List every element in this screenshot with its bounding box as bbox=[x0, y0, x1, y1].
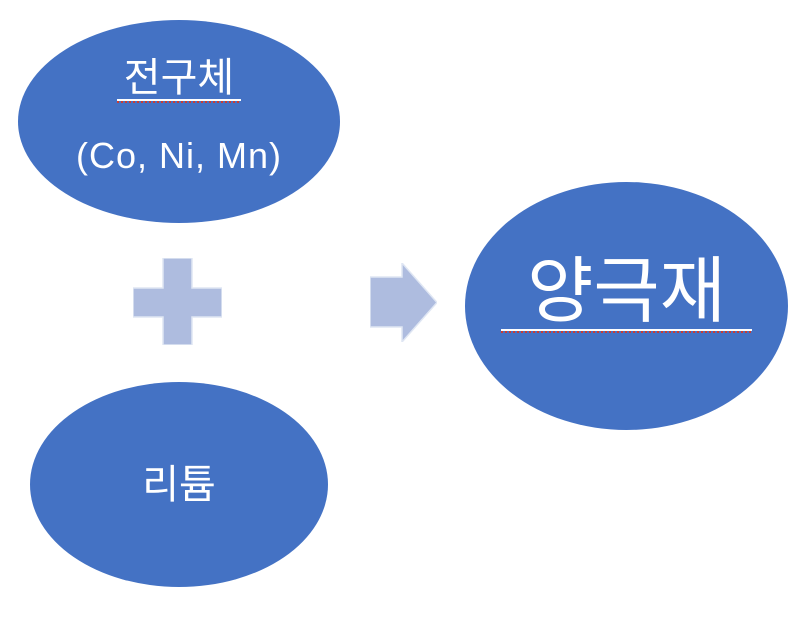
arrow-right-icon bbox=[369, 261, 439, 347]
cathode-label-text: 양극재 bbox=[527, 252, 726, 332]
node-lithium: 리튬 bbox=[30, 382, 328, 587]
precursor-title-underline-wrap: 전구체 bbox=[116, 56, 242, 103]
underline bbox=[116, 99, 242, 103]
plus-icon bbox=[132, 257, 223, 350]
spellcheck-squiggle-icon bbox=[501, 331, 752, 333]
cathode-label-line: 양극재 bbox=[465, 256, 788, 333]
underline bbox=[501, 329, 752, 333]
lithium-label-text: 리튬 bbox=[142, 462, 216, 507]
spellcheck-squiggle-icon bbox=[116, 101, 242, 103]
cathode-label-underline-wrap: 양극재 bbox=[501, 256, 752, 333]
node-cathode: 양극재 bbox=[465, 182, 788, 430]
precursor-title-text: 전구체 bbox=[123, 56, 235, 100]
node-precursor: 전구체 (Co, Ni, Mn) bbox=[18, 20, 340, 223]
precursor-title-line: 전구체 bbox=[18, 56, 340, 103]
precursor-subtitle-text: (Co, Ni, Mn) bbox=[75, 135, 282, 176]
